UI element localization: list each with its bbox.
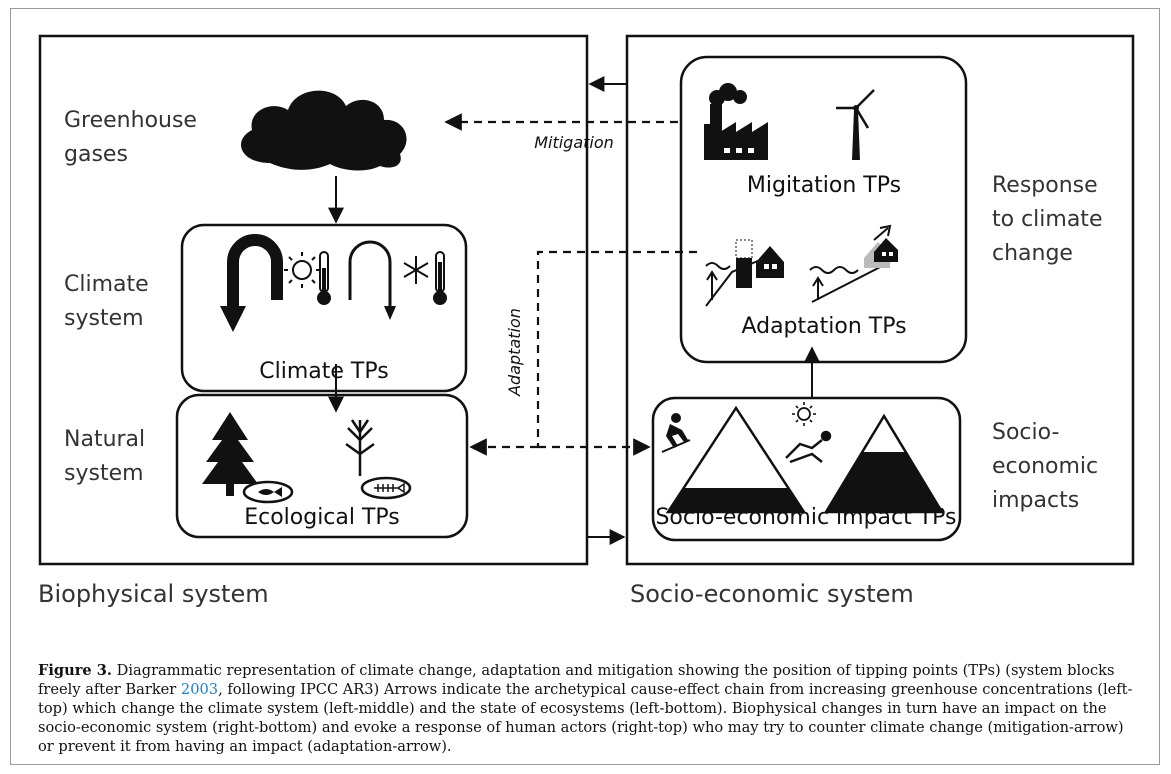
climate-tps-box bbox=[180, 223, 468, 393]
factory-icon bbox=[704, 83, 768, 160]
natural-system-label: Natural system bbox=[64, 427, 152, 486]
mitigation-arrow-label: Mitigation bbox=[534, 133, 614, 152]
socioeconomic-system-title: Socio-economic system bbox=[630, 580, 914, 608]
snowflake-icon bbox=[403, 256, 429, 284]
caption-figure-label: Figure 3. bbox=[38, 662, 113, 679]
sunbather-icon bbox=[785, 430, 832, 464]
pond-fish-icon bbox=[242, 480, 294, 504]
response-label: Response to climate change bbox=[992, 173, 1109, 266]
cloud-icon bbox=[240, 90, 407, 171]
caption-text-1: Diagrammatic representation of climate c… bbox=[38, 662, 1115, 698]
climate-system-label: Climate system bbox=[64, 272, 156, 331]
socio-economic-impacts-label: Socio- economic impacts bbox=[992, 420, 1105, 513]
skier-icon bbox=[661, 413, 691, 453]
dike-house-icon bbox=[705, 239, 784, 307]
sun-icon bbox=[284, 252, 320, 288]
figure-caption: Figure 3. Diagrammatic representation of… bbox=[38, 661, 1138, 756]
thermometer-hot-icon bbox=[317, 251, 331, 305]
adaptation-arrow-label: Adaptation bbox=[505, 308, 524, 397]
ecological-tps-label: Ecological TPs bbox=[244, 505, 400, 530]
mountain-snow-icon bbox=[665, 405, 807, 514]
impact-tps-box bbox=[651, 396, 962, 542]
adaptation-arrow-path bbox=[536, 250, 697, 447]
pine-tree-icon bbox=[202, 412, 258, 496]
socioeconomic-system-box bbox=[625, 34, 1135, 566]
diagram-canvas: Greenhouse gases Climate system Natural … bbox=[38, 34, 1135, 566]
caption-text-2: , following IPCC AR3) Arrows indicate th… bbox=[38, 681, 1133, 755]
figure-frame bbox=[10, 8, 1160, 765]
thin-arrow-icon bbox=[348, 240, 396, 320]
dead-tree-icon bbox=[345, 419, 375, 476]
raised-house-icon bbox=[809, 224, 898, 303]
biophysical-system-box bbox=[38, 34, 589, 566]
collapse-arrow-icon bbox=[220, 234, 283, 332]
caption-reference-link[interactable]: 2003 bbox=[180, 681, 219, 698]
biophysical-system-title: Biophysical system bbox=[38, 580, 269, 608]
mountain-melting-icon bbox=[823, 413, 945, 514]
thermometer-cold-icon bbox=[433, 251, 447, 305]
greenhouse-label: Greenhouse gases bbox=[64, 108, 204, 167]
wind-turbine-icon bbox=[836, 89, 875, 160]
climate-tps-label: Climate TPs bbox=[259, 359, 388, 384]
mitigation-tps-label: Migitation TPs bbox=[747, 173, 901, 198]
ecological-tps-box bbox=[175, 393, 469, 539]
pond-fish-skeleton-icon bbox=[360, 476, 412, 500]
response-box bbox=[679, 55, 968, 364]
adaptation-tps-label: Adaptation TPs bbox=[741, 314, 906, 339]
small-sun-icon bbox=[792, 402, 816, 426]
